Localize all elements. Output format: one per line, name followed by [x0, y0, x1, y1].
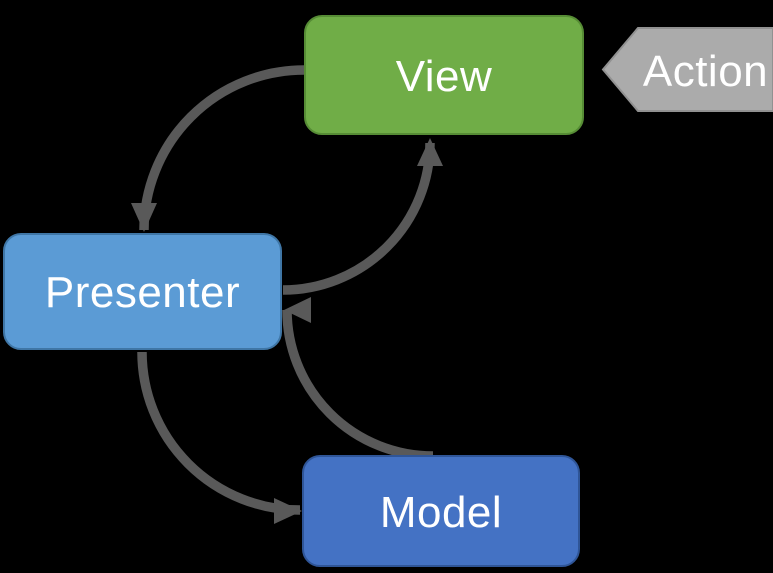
arrowhead-model-to-presenter-icon	[284, 297, 311, 323]
arrow-view-to-presenter	[139, 65, 305, 231]
node-presenter-label: Presenter	[44, 268, 241, 317]
arrow-model-to-presenter	[282, 309, 434, 461]
arrowhead-view-to-presenter-icon	[131, 203, 157, 232]
arrow-presenter-to-model	[137, 351, 301, 515]
action-tag: Action	[638, 28, 773, 111]
arrowhead-presenter-to-view-icon	[417, 138, 443, 166]
node-view-label: View	[395, 51, 493, 101]
node-view: View	[304, 15, 584, 135]
arrowhead-presenter-to-model-icon	[274, 498, 302, 524]
node-model-label: Model	[379, 487, 503, 537]
node-presenter: Presenter	[3, 233, 282, 350]
action-chevron-icon	[601, 27, 773, 112]
action-tag-label: Action	[642, 46, 769, 96]
node-model: Model	[302, 455, 580, 567]
arrow-presenter-to-view	[282, 142, 435, 295]
